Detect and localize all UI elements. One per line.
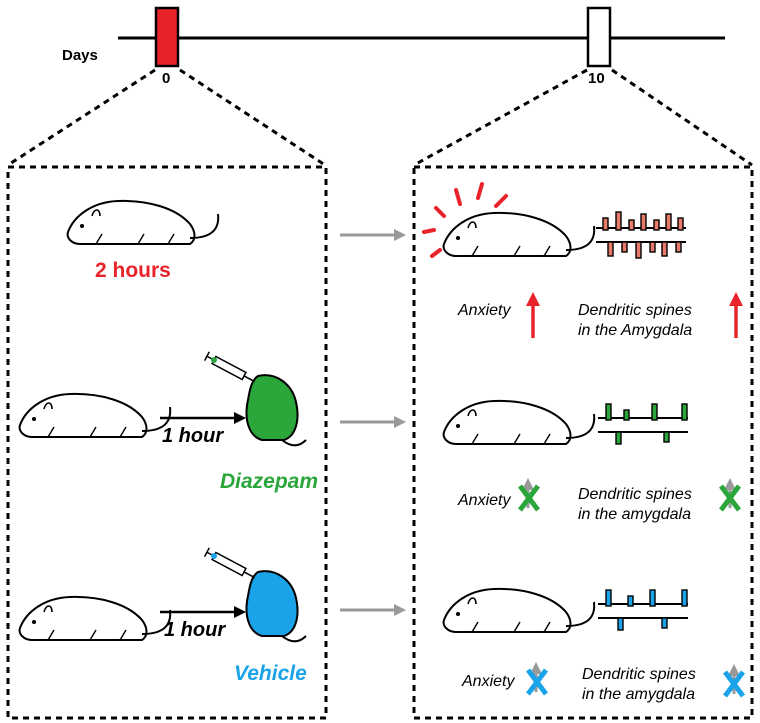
restraint-spines-label-line2: in the Amygdala <box>578 322 693 339</box>
rat-icon-vehicle <box>18 595 172 641</box>
vehicle-spines-label-line2: in the amygdala <box>582 686 695 703</box>
day0-marker <box>154 6 180 68</box>
vehicle-anxiety-label: Anxiety <box>462 673 515 690</box>
dendrite-high-spines <box>595 211 687 259</box>
day10-label: 10 <box>588 70 605 87</box>
vehicle-interval-label: 1 hour <box>164 619 226 641</box>
day10-panel <box>412 165 754 720</box>
diazepam-spines-label-line2: in the amygdala <box>578 506 691 523</box>
vehicle-injected-rat-icon <box>203 547 307 643</box>
vehicle-group-label: Vehicle <box>234 662 307 685</box>
transition-arrow-restraint <box>340 229 406 241</box>
diazepam-group-label: Diazepam <box>220 470 319 493</box>
calm-rat-icon-vehicle <box>442 587 596 633</box>
restraint-spines-label-line1: Dendritic spines <box>578 302 692 319</box>
anxiety-no-change-cross-icon-vehicle <box>526 662 548 696</box>
diazepam-interval-label: 1 hour <box>162 425 224 447</box>
diazepam-anxiety-label: Anxiety <box>458 492 511 509</box>
restrained-rat-icon <box>66 199 220 245</box>
restraint-duration-label: 2 hours <box>95 259 171 282</box>
day10-marker <box>586 6 612 68</box>
timeline-axis-label: Days <box>62 47 98 64</box>
anxiety-increase-arrow-icon <box>526 292 540 338</box>
anxiety-no-change-cross-icon-diazepam <box>518 478 540 512</box>
anxious-rat-icon <box>422 182 596 258</box>
vehicle-spines-label-line1: Dendritic spines <box>582 666 696 683</box>
spines-no-change-cross-icon-diazepam <box>719 478 741 512</box>
spines-no-change-cross-icon-vehicle <box>723 664 745 698</box>
restraint-anxiety-label: Anxiety <box>458 302 511 319</box>
day0-panel <box>6 165 328 720</box>
diazepam-injected-rat-icon <box>203 351 307 447</box>
diazepam-spines-label-line1: Dendritic spines <box>578 486 692 503</box>
rat-icon-diazepam <box>18 392 172 438</box>
day0-label: 0 <box>162 70 171 87</box>
transition-arrow-diazepam <box>340 416 406 428</box>
transition-arrow-vehicle <box>340 604 406 616</box>
calm-rat-icon-diazepam <box>442 399 596 445</box>
spines-increase-arrow-icon <box>729 292 743 338</box>
dendrite-normal-spines-diazepam <box>597 403 689 445</box>
zoom-lines-left <box>7 68 753 167</box>
dendrite-normal-spines-vehicle <box>597 589 689 631</box>
